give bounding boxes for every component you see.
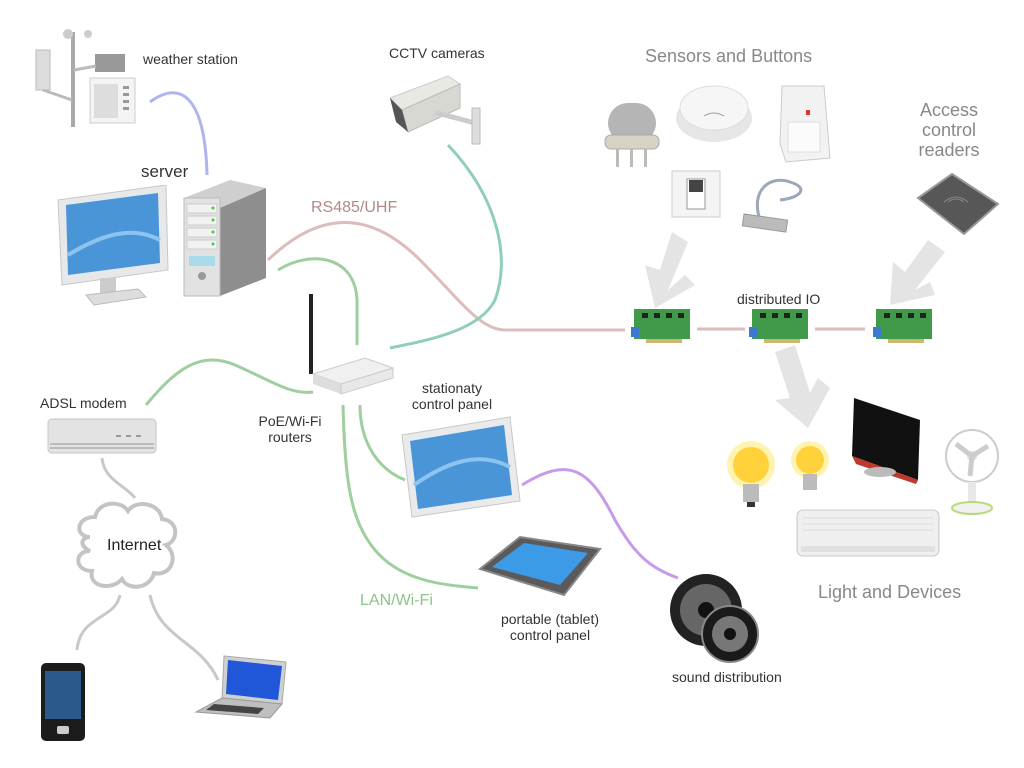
server-router-link bbox=[277, 257, 359, 345]
weather-station-node[interactable] bbox=[30, 22, 140, 127]
fan-icon bbox=[945, 429, 999, 515]
laptop-node[interactable] bbox=[194, 652, 290, 724]
monitor-node[interactable] bbox=[56, 184, 171, 310]
distributed-io-label: distributed IO bbox=[737, 291, 821, 307]
light-devices-label: Light and Devices bbox=[818, 582, 962, 602]
arrow-io-to-devices bbox=[775, 345, 830, 428]
internet-laptop-link bbox=[148, 594, 220, 681]
smartphone-icon bbox=[41, 663, 85, 741]
cctv-camera-icon bbox=[389, 75, 481, 145]
touch-panel-icon bbox=[401, 416, 521, 518]
stationary-panel-label: stationaty control panel bbox=[405, 380, 499, 412]
tv-icon bbox=[852, 398, 920, 484]
io-board-icon bbox=[631, 309, 690, 343]
light-bulb-icon bbox=[727, 441, 775, 507]
server-icon bbox=[183, 180, 266, 297]
motion-sensor-node[interactable] bbox=[776, 84, 832, 164]
cloud-icon bbox=[76, 501, 178, 589]
tablet-node[interactable] bbox=[477, 535, 603, 599]
gas-sensor-node[interactable] bbox=[602, 95, 662, 175]
wifi-router-icon bbox=[309, 294, 395, 395]
tablet-label-line-2: control panel bbox=[509, 627, 591, 644]
access-label-line-2: control bbox=[921, 120, 977, 140]
sensors-group-label: Sensors and Buttons bbox=[645, 46, 813, 66]
smartphone-node[interactable] bbox=[40, 662, 86, 742]
io-board-icon bbox=[873, 309, 932, 343]
tablet-panel-label: portable (tablet) control panel bbox=[490, 611, 610, 643]
motion-sensor-icon bbox=[779, 85, 831, 163]
cctv-node[interactable] bbox=[388, 70, 484, 150]
sound-distribution-label: sound distribution bbox=[672, 669, 782, 685]
reed-sensor-node[interactable] bbox=[740, 170, 822, 238]
light-switch-node[interactable] bbox=[671, 170, 721, 218]
arrow-access-to-io bbox=[890, 240, 945, 305]
arrow-sensors-to-io bbox=[645, 232, 695, 308]
cctv-router-link bbox=[389, 143, 503, 350]
router-tablet-link bbox=[341, 404, 479, 590]
rs485-label: RS485/UHF bbox=[311, 199, 398, 216]
speaker-icon bbox=[670, 574, 759, 663]
routers-label-line-2: routers bbox=[268, 429, 312, 446]
stationary-label-line-1: stationaty bbox=[422, 380, 482, 396]
reed-sensor-icon bbox=[741, 178, 803, 233]
access-control-label: Access control readers bbox=[917, 100, 981, 160]
tablet-label-line-1: portable (tablet) bbox=[500, 611, 600, 627]
router-panel-link bbox=[358, 404, 406, 482]
access-label-line-1: Access bbox=[919, 100, 979, 120]
adsl-internet-link bbox=[100, 457, 137, 499]
rfid-reader-icon bbox=[916, 172, 1000, 236]
adsl-modem-node[interactable] bbox=[46, 415, 158, 457]
weather-station-label: weather station bbox=[143, 51, 238, 67]
tablet-icon bbox=[477, 535, 602, 597]
smoke-detector-icon bbox=[676, 85, 752, 142]
router-adsl-link bbox=[144, 358, 314, 406]
internet-phone-link bbox=[75, 594, 122, 651]
panel-speakers-link bbox=[521, 468, 679, 580]
rfid-reader-node[interactable] bbox=[912, 168, 1002, 248]
rs485-link bbox=[266, 221, 625, 332]
air-conditioner-node[interactable] bbox=[795, 508, 941, 560]
io-board-node-2[interactable] bbox=[748, 305, 812, 347]
weather-server-link bbox=[149, 91, 209, 176]
server-node[interactable] bbox=[180, 178, 270, 298]
speakers-node[interactable] bbox=[668, 572, 764, 664]
bulb-node-2[interactable] bbox=[790, 440, 830, 496]
internet-label: Internet bbox=[107, 537, 162, 554]
io-board-node-1[interactable] bbox=[630, 305, 694, 347]
light-switch-icon bbox=[671, 170, 721, 218]
access-label-line-3: readers bbox=[918, 140, 980, 160]
routers-label-line-1: PoE/Wi-Fi bbox=[258, 413, 322, 429]
gas-sensor-icon bbox=[604, 103, 660, 167]
laptop-icon bbox=[194, 655, 287, 719]
cctv-label: CCTV cameras bbox=[389, 45, 485, 61]
router-node[interactable] bbox=[305, 292, 395, 400]
monitor-icon bbox=[57, 184, 169, 306]
stationary-panel-node[interactable] bbox=[400, 415, 522, 520]
internet-node[interactable]: Internet bbox=[70, 497, 182, 597]
routers-label: PoE/Wi-Fi routers bbox=[252, 413, 328, 445]
stationary-label-line-2: control panel bbox=[411, 396, 493, 413]
tv-node[interactable] bbox=[850, 396, 922, 486]
adsl-modem-icon bbox=[47, 418, 157, 454]
bulb-node-1[interactable] bbox=[726, 440, 776, 510]
smoke-detector-node[interactable] bbox=[674, 80, 754, 145]
io-board-icon bbox=[749, 309, 808, 343]
fan-node[interactable] bbox=[944, 428, 1000, 518]
io-board-node-3[interactable] bbox=[872, 305, 936, 347]
weather-station-icon bbox=[35, 29, 136, 127]
air-conditioner-icon bbox=[796, 509, 940, 557]
adsl-modem-label: ADSL modem bbox=[40, 395, 127, 411]
server-label: server bbox=[141, 162, 189, 181]
lan-wifi-label: LAN/Wi-Fi bbox=[360, 592, 433, 609]
light-bulb-icon bbox=[791, 441, 829, 490]
